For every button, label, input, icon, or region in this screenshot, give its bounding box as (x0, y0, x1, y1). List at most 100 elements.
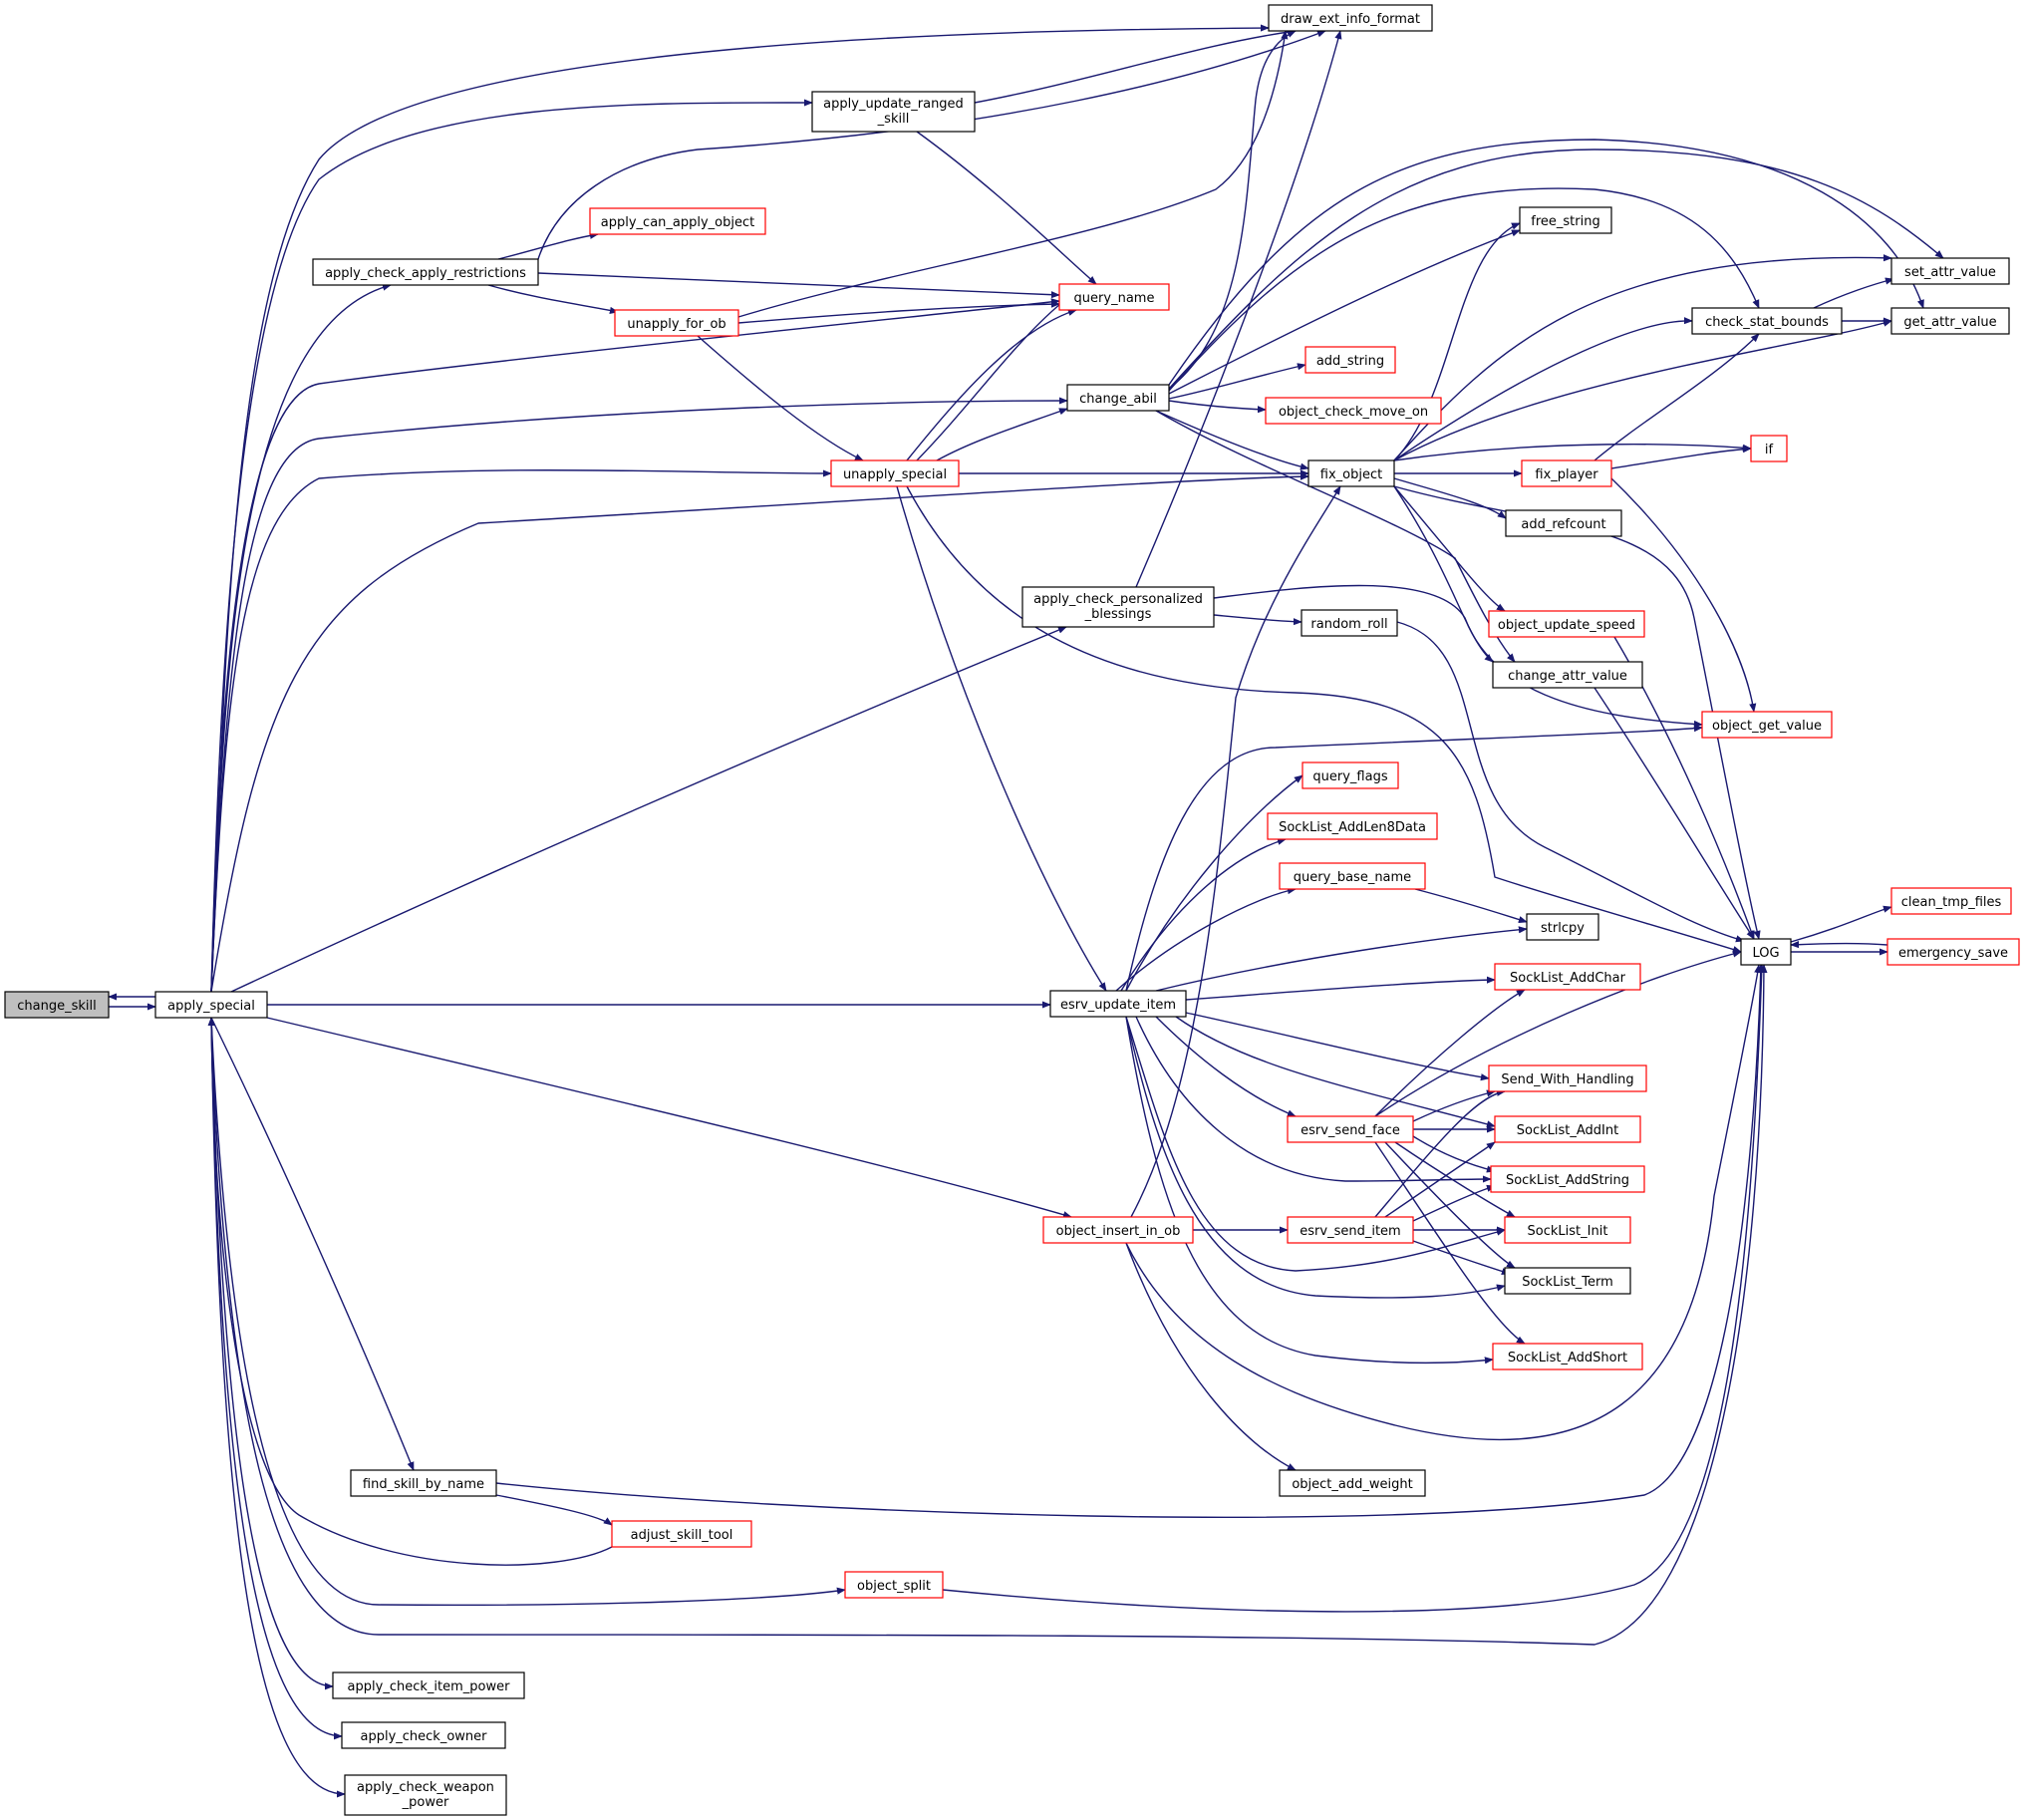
node-box[interactable] (1890, 257, 2010, 285)
node-box[interactable] (1494, 1115, 1641, 1143)
node-box[interactable] (1504, 1216, 1631, 1244)
node-LOG[interactable]: LOG (1740, 938, 1792, 966)
node-object_split[interactable]: object_split (844, 1571, 944, 1599)
node-box[interactable] (1304, 346, 1396, 374)
node-box[interactable] (844, 1571, 944, 1599)
node-SockList_AddString[interactable]: SockList_AddString (1490, 1165, 1645, 1193)
node-apply_check_personalized_blessings[interactable]: apply_check_personalized_blessings (1021, 586, 1215, 628)
node-box[interactable] (1890, 307, 2010, 335)
node-box[interactable] (1302, 761, 1399, 789)
node-esrv_send_item[interactable]: esrv_send_item (1287, 1216, 1414, 1244)
node-box[interactable] (1058, 283, 1170, 311)
node-get_attr_value[interactable]: get_attr_value (1890, 307, 2010, 335)
node-object_update_speed[interactable]: object_update_speed (1488, 610, 1645, 638)
node-box[interactable] (811, 91, 976, 133)
node-box[interactable] (1279, 1469, 1426, 1497)
node-box[interactable] (1492, 661, 1643, 689)
node-box[interactable] (589, 207, 766, 235)
node-SockList_AddLen8Data[interactable]: SockList_AddLen8Data (1267, 812, 1438, 840)
node-box[interactable] (1740, 938, 1792, 966)
node-box[interactable] (1265, 397, 1442, 425)
node-box[interactable] (350, 1469, 497, 1497)
node-emergency_save[interactable]: emergency_save (1886, 938, 2020, 966)
node-box[interactable] (1526, 913, 1599, 941)
node-draw_ext_info_format[interactable]: draw_ext_info_format (1268, 4, 1433, 32)
node-query_base_name[interactable]: query_base_name (1279, 862, 1426, 890)
node-find_skill_by_name[interactable]: find_skill_by_name (350, 1469, 497, 1497)
node-box[interactable] (830, 459, 960, 487)
node-box[interactable] (1504, 1267, 1631, 1295)
node-adjust_skill_tool[interactable]: adjust_skill_tool (611, 1520, 752, 1548)
node-box[interactable] (1505, 509, 1622, 537)
node-clean_tmp_files[interactable]: clean_tmp_files (1890, 887, 2012, 915)
node-box[interactable] (4, 991, 110, 1019)
node-apply_check_apply_restrictions[interactable]: apply_check_apply_restrictions (312, 258, 539, 286)
node-SockList_AddShort[interactable]: SockList_AddShort (1492, 1343, 1643, 1370)
node-box[interactable] (1494, 963, 1641, 991)
node-SockList_Term[interactable]: SockList_Term (1504, 1267, 1631, 1295)
node-SockList_Init[interactable]: SockList_Init (1504, 1216, 1631, 1244)
node-box[interactable] (1488, 1064, 1647, 1092)
node-box[interactable] (154, 991, 268, 1019)
node-change_skill[interactable]: change_skill (4, 991, 110, 1019)
node-esrv_send_face[interactable]: esrv_send_face (1287, 1115, 1414, 1143)
node-if[interactable]: if (1750, 435, 1788, 462)
node-box[interactable] (344, 1774, 507, 1816)
node-box[interactable] (332, 1671, 525, 1699)
node-query_name[interactable]: query_name (1058, 283, 1170, 311)
node-box[interactable] (1490, 1165, 1645, 1193)
node-box[interactable] (341, 1721, 506, 1749)
node-box[interactable] (1890, 887, 2012, 915)
node-object_check_move_on[interactable]: object_check_move_on (1265, 397, 1442, 425)
node-unapply_special[interactable]: unapply_special (830, 459, 960, 487)
node-apply_can_apply_object[interactable]: apply_can_apply_object (589, 207, 766, 235)
node-box[interactable] (1307, 459, 1395, 487)
node-box[interactable] (1042, 1216, 1194, 1244)
node-random_roll[interactable]: random_roll (1301, 609, 1398, 637)
node-box[interactable] (1492, 1343, 1643, 1370)
node-box[interactable] (1488, 610, 1645, 638)
node-add_string[interactable]: add_string (1304, 346, 1396, 374)
node-fix_player[interactable]: fix_player (1521, 459, 1612, 487)
node-box[interactable] (1301, 609, 1398, 637)
node-esrv_update_item[interactable]: esrv_update_item (1049, 990, 1187, 1018)
node-object_add_weight[interactable]: object_add_weight (1279, 1469, 1426, 1497)
node-query_flags[interactable]: query_flags (1302, 761, 1399, 789)
node-box[interactable] (1268, 4, 1433, 32)
node-box[interactable] (1267, 812, 1438, 840)
node-Send_With_Handling[interactable]: Send_With_Handling (1488, 1064, 1647, 1092)
node-box[interactable] (312, 258, 539, 286)
node-set_attr_value[interactable]: set_attr_value (1890, 257, 2010, 285)
node-add_refcount[interactable]: add_refcount (1505, 509, 1622, 537)
node-change_abil[interactable]: change_abil (1066, 384, 1170, 412)
node-apply_update_ranged_skill[interactable]: apply_update_ranged_skill (811, 91, 976, 133)
node-SockList_AddInt[interactable]: SockList_AddInt (1494, 1115, 1641, 1143)
node-change_attr_value[interactable]: change_attr_value (1492, 661, 1643, 689)
node-object_insert_in_ob[interactable]: object_insert_in_ob (1042, 1216, 1194, 1244)
node-object_get_value[interactable]: object_get_value (1701, 711, 1833, 739)
node-strlcpy[interactable]: strlcpy (1526, 913, 1599, 941)
node-box[interactable] (1519, 206, 1612, 234)
node-box[interactable] (1886, 938, 2020, 966)
node-unapply_for_ob[interactable]: unapply_for_ob (614, 309, 739, 337)
node-box[interactable] (1021, 586, 1215, 628)
node-box[interactable] (1691, 307, 1843, 335)
node-box[interactable] (611, 1520, 752, 1548)
node-box[interactable] (1279, 862, 1426, 890)
node-apply_check_weapon_power[interactable]: apply_check_weapon_power (344, 1774, 507, 1816)
node-SockList_AddChar[interactable]: SockList_AddChar (1494, 963, 1641, 991)
node-box[interactable] (1701, 711, 1833, 739)
node-check_stat_bounds[interactable]: check_stat_bounds (1691, 307, 1843, 335)
node-box[interactable] (1049, 990, 1187, 1018)
node-box[interactable] (1750, 435, 1788, 462)
node-box[interactable] (1521, 459, 1612, 487)
node-box[interactable] (614, 309, 739, 337)
node-box[interactable] (1287, 1216, 1414, 1244)
node-box[interactable] (1066, 384, 1170, 412)
node-fix_object[interactable]: fix_object (1307, 459, 1395, 487)
node-apply_check_item_power[interactable]: apply_check_item_power (332, 1671, 525, 1699)
node-free_string[interactable]: free_string (1519, 206, 1612, 234)
node-apply_special[interactable]: apply_special (154, 991, 268, 1019)
node-box[interactable] (1287, 1115, 1414, 1143)
node-apply_check_owner[interactable]: apply_check_owner (341, 1721, 506, 1749)
